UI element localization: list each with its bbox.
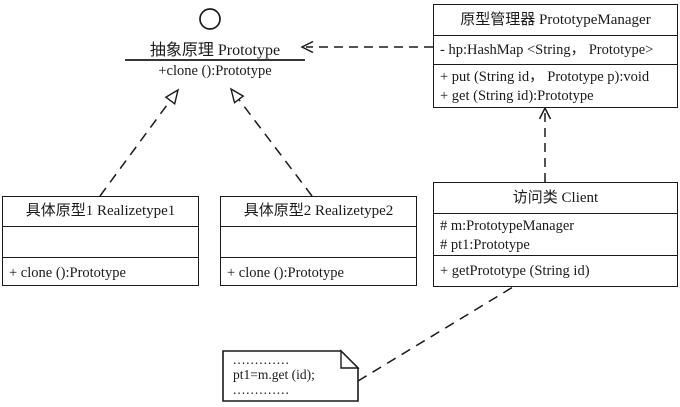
class-methods-section: + clone ():Prototype: [3, 257, 198, 287]
method-line: + clone ():Prototype: [227, 265, 344, 281]
attribute-line: # m:PrototypeManager: [440, 218, 575, 234]
class-title: 原型管理器 PrototypeManager: [460, 12, 651, 28]
class-title: 具体原型2 Realizetype2: [243, 203, 394, 219]
note-dots-line: .............: [233, 352, 290, 367]
note-dots-line: .............: [233, 382, 290, 397]
class-title: 具体原型1 Realizetype1: [25, 203, 176, 219]
note-code-line: pt1=m.get (id);: [233, 367, 315, 382]
code-note: ............. pt1=m.get (id); ..........…: [233, 352, 353, 397]
class-attributes-section: [221, 226, 416, 257]
note-shape: [222, 349, 360, 402]
method-line: + getPrototype (String id): [440, 263, 590, 279]
method-line: + put (String id， Prototype p):void: [440, 69, 650, 85]
attribute-line: # pt1:Prototype: [440, 237, 530, 253]
dependency-arrow-client-to-manager: [538, 106, 552, 182]
interface-operation: +clone ():Prototype: [158, 63, 272, 79]
class-attributes-section: # m:PrototypeManager # pt1:Prototype: [434, 213, 677, 255]
class-client: 访问类 Client # m:PrototypeManager # pt1:Pr…: [433, 182, 678, 287]
class-attributes-section: [3, 226, 198, 257]
class-attributes-section: - hp:HashMap <String， Prototype>: [434, 35, 677, 64]
method-line: + get (String id):Prototype: [440, 88, 594, 104]
class-methods-section: + clone ():Prototype: [221, 257, 416, 287]
note-fold-corner-icon: [340, 349, 360, 369]
interface-circle-icon: [199, 8, 221, 30]
interface-name: 抽象原理 Prototype: [149, 42, 281, 59]
class-prototype-manager: 原型管理器 PrototypeManager - hp:HashMap <Str…: [433, 4, 678, 108]
class-realizetype1: 具体原型1 Realizetype1 + clone ():Prototype: [2, 196, 199, 286]
class-methods-section: + put (String id， Prototype p):void + ge…: [434, 64, 677, 108]
method-line: + clone ():Prototype: [9, 265, 126, 281]
dependency-arrow-manager-to-prototype: [300, 40, 433, 54]
class-realizetype2: 具体原型2 Realizetype2 + clone ():Prototype: [220, 196, 417, 286]
attribute-line: - hp:HashMap <String， Prototype>: [440, 42, 654, 58]
class-title: 访问类 Client: [512, 190, 599, 206]
class-methods-section: + getPrototype (String id): [434, 255, 677, 288]
realization-arrow-realize2: [229, 87, 313, 197]
note-connector-line: [357, 286, 514, 382]
realization-arrow-realize1: [99, 88, 180, 197]
